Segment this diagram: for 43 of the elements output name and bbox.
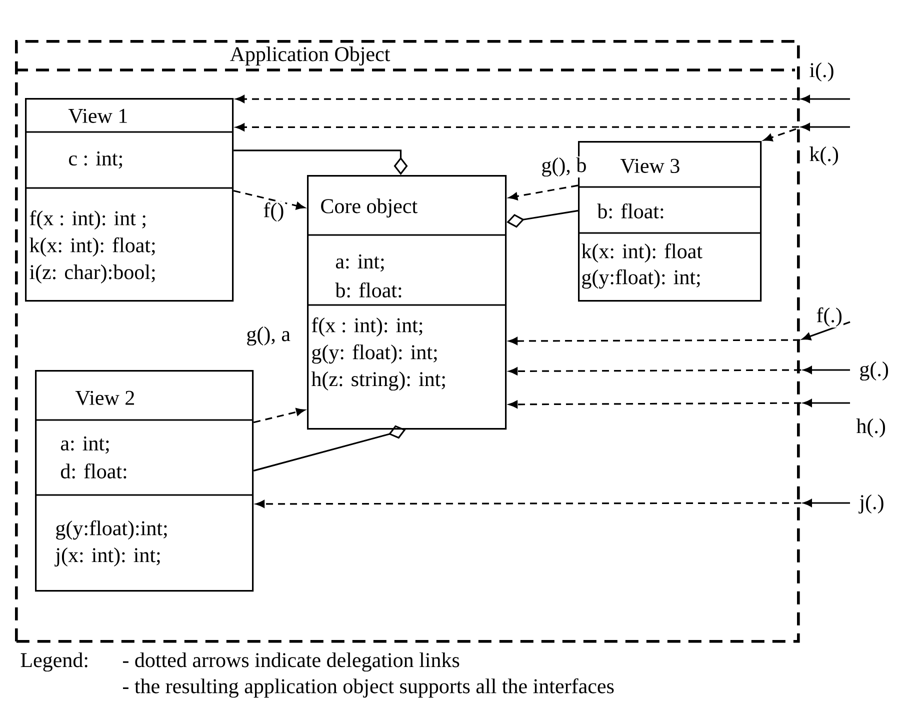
arrow (256, 499, 850, 508)
class-name: View 1 (68, 108, 127, 124)
attribute-text: b: float: (597, 203, 664, 219)
attribute-text: a: int; (60, 436, 109, 454)
method-text: g(y:float): int; (582, 269, 700, 289)
attribute-text: a: int; (336, 254, 384, 272)
attribute-text: b: float: (335, 282, 402, 298)
edge-label: h(.) (855, 418, 887, 439)
arrow (253, 408, 305, 424)
edge-label: f() (262, 201, 286, 223)
edge-label: g(.) (858, 360, 890, 382)
edge-label: j(.) (858, 493, 886, 515)
legend-note: - dotted arrows indicate delegation links (123, 652, 460, 672)
arrow (233, 190, 305, 210)
method-text: f(x : int): int ; (30, 210, 146, 230)
arrow (508, 321, 850, 345)
arrow (236, 95, 850, 103)
method-text: k(x: int): float (582, 243, 702, 263)
arrow (508, 366, 850, 376)
method-text: i(z: char):bool; (30, 264, 155, 284)
edge-label: g(), b (540, 156, 588, 178)
edge-label: g(), a (245, 325, 292, 347)
arrow (508, 399, 850, 408)
legend-note: - the resulting application object supports all the interfaces (123, 678, 614, 698)
arrow (764, 128, 796, 142)
attribute-text: d: float: (60, 463, 126, 479)
method-text: g(y: float): int; (312, 344, 437, 364)
method-text: k(x: int): float; (30, 237, 155, 257)
arrow (508, 184, 578, 200)
arrow (236, 123, 850, 132)
edge-label: f(.) (815, 306, 844, 328)
attribute-text: c : int; (69, 151, 122, 169)
frame-title: Application Object (230, 46, 390, 66)
method-text: j(x: int): int; (54, 548, 160, 567)
method-text: h(z: string): int; (311, 371, 445, 391)
legend-heading: Legend: (20, 652, 88, 672)
class-name: View 2 (75, 390, 134, 406)
method-text: g(y:float):int; (56, 520, 167, 540)
edge-label: k(.) (808, 145, 840, 167)
class-name: Core object (321, 198, 418, 218)
class-name: View 3 (620, 158, 680, 174)
method-text: f(x : int): int; (312, 317, 422, 337)
edge-label: i(.) (808, 61, 836, 83)
